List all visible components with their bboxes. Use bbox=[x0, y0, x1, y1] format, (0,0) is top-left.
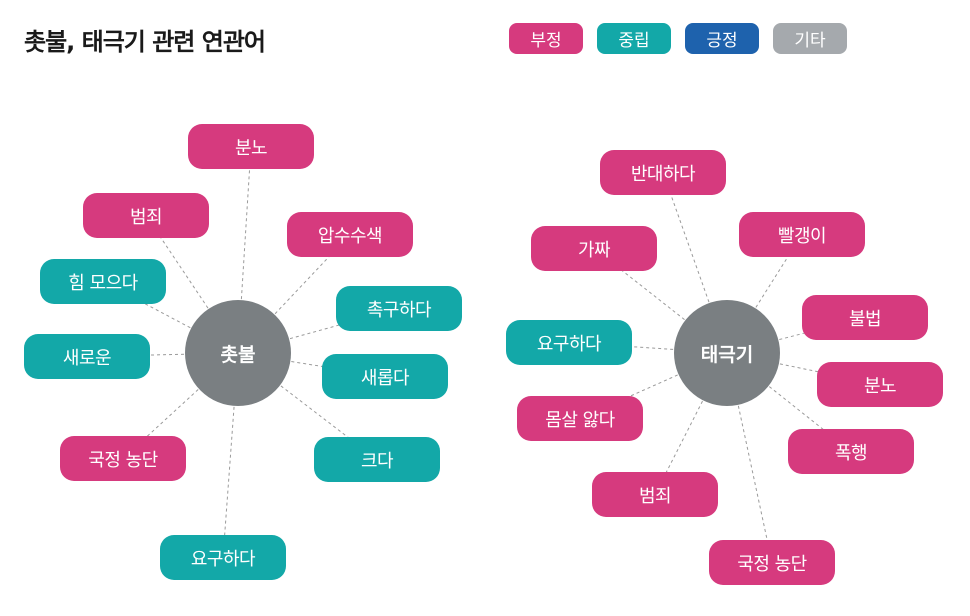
word-node: 폭행 bbox=[788, 429, 914, 474]
legend-other: 기타 bbox=[773, 23, 847, 54]
connector-line bbox=[222, 352, 239, 558]
center-node-taegukgi: 태극기 bbox=[674, 300, 780, 406]
word-node: 힘 모으다 bbox=[40, 259, 166, 304]
word-node: 범죄 bbox=[592, 472, 718, 517]
word-node: 새로운 bbox=[24, 334, 150, 379]
legend-negative: 부정 bbox=[509, 23, 583, 54]
word-node: 가짜 bbox=[531, 226, 657, 271]
connector-line bbox=[237, 146, 252, 354]
word-node: 분노 bbox=[817, 362, 943, 407]
word-node: 촉구하다 bbox=[336, 286, 462, 331]
center-node-candlelight: 촛불 bbox=[185, 300, 291, 406]
word-node: 몸살 앓다 bbox=[517, 396, 643, 441]
word-node: 빨갱이 bbox=[739, 212, 865, 257]
word-node: 요구하다 bbox=[160, 535, 286, 580]
word-node: 국정 농단 bbox=[60, 436, 186, 481]
legend: 부정 중립 긍정 기타 bbox=[509, 23, 847, 54]
legend-positive: 긍정 bbox=[685, 23, 759, 54]
chart-title: 촛불, 태극기 관련 연관어 bbox=[24, 28, 266, 56]
word-node: 새롭다 bbox=[322, 354, 448, 399]
word-node: 크다 bbox=[314, 437, 440, 482]
word-node: 국정 농단 bbox=[709, 540, 835, 585]
word-node: 압수수색 bbox=[287, 212, 413, 257]
word-node: 불법 bbox=[802, 295, 928, 340]
word-node: 분노 bbox=[188, 124, 314, 169]
word-node: 반대하다 bbox=[600, 150, 726, 195]
word-node: 요구하다 bbox=[506, 320, 632, 365]
legend-neutral: 중립 bbox=[597, 23, 671, 54]
word-node: 범죄 bbox=[83, 193, 209, 238]
